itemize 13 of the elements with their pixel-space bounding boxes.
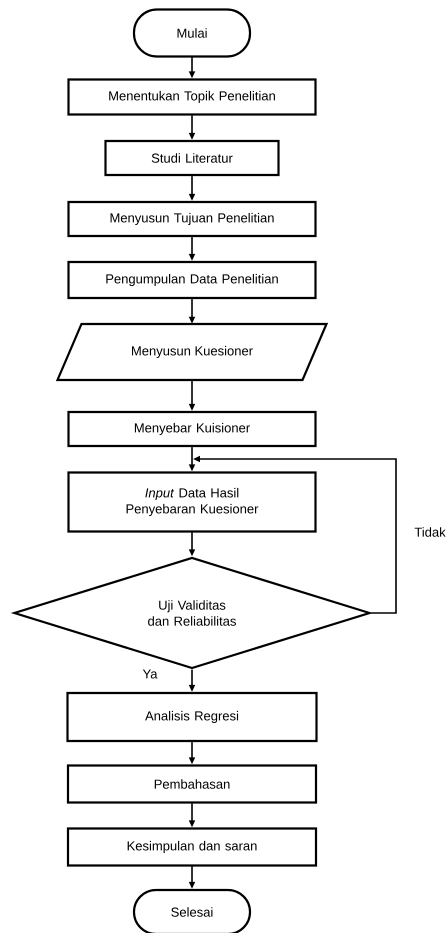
process-box: Menyusun Tujuan Penelitian bbox=[67, 200, 317, 238]
process-box: Kesimpulan dan saran bbox=[66, 827, 318, 867]
edge-label: Ya bbox=[142, 668, 158, 680]
process-box: Menentukan Topik Penelitian bbox=[67, 78, 317, 116]
end-terminator: Selesai bbox=[132, 888, 252, 933]
process-box: Studi Literatur bbox=[104, 140, 280, 176]
process-box: Pengumpulan Data Penelitian bbox=[67, 260, 317, 300]
process-box: Menyebar Kuisioner bbox=[67, 410, 317, 448]
start-terminator: Mulai bbox=[132, 8, 252, 58]
process-box: Analisis Regresi bbox=[66, 692, 318, 742]
process-box: Pembahasan bbox=[66, 764, 318, 804]
process-box: Input Data Hasil Penyebaran Kuesioner bbox=[67, 471, 317, 533]
edge-label: Tidak bbox=[413, 526, 447, 538]
